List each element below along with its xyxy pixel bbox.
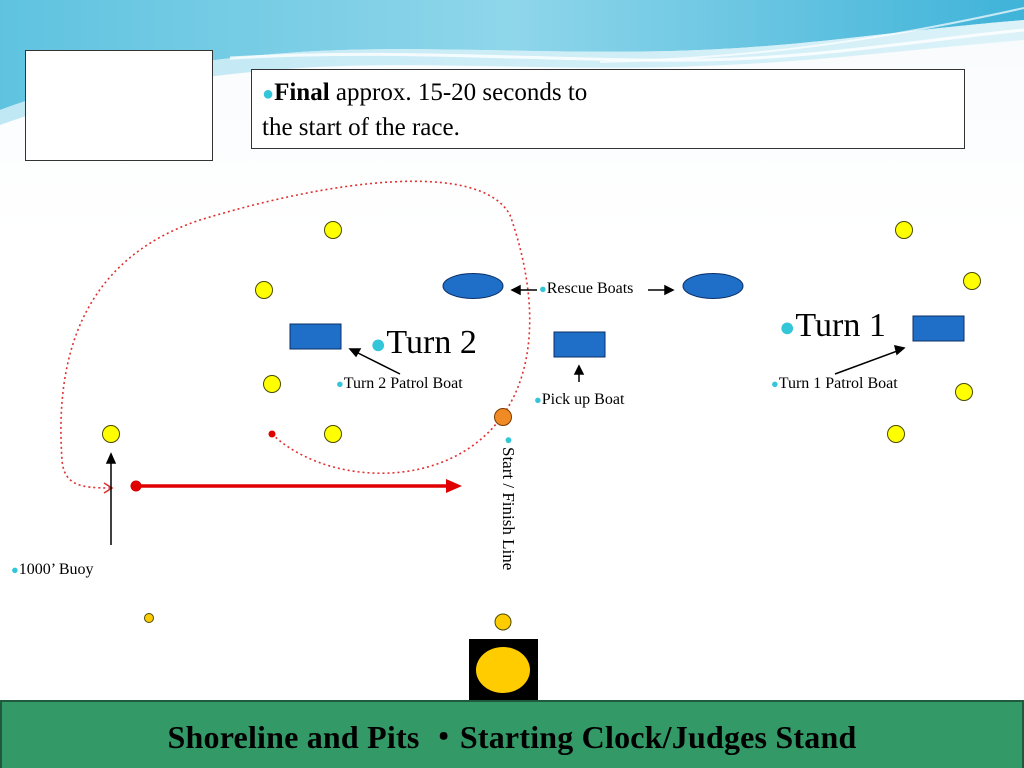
dotted-path-arrowhead	[103, 482, 114, 494]
turn1-patrol-boat	[912, 315, 965, 342]
bullet-icon: ●	[779, 312, 796, 342]
rescue-boats-text: Rescue Boats	[546, 280, 634, 297]
turn1-label: ●Turn 1	[779, 307, 886, 345]
note-line1-rest: approx. 15-20 seconds to	[329, 79, 588, 106]
course-oval	[248, 222, 990, 440]
start-finish-text: Start / Finish Line	[499, 447, 518, 571]
buoy	[324, 221, 342, 239]
turn2-label-text: Turn 2	[386, 324, 477, 361]
buoy	[263, 375, 281, 393]
empty-placeholder-box	[25, 50, 213, 161]
dotted-path	[60, 180, 531, 489]
turn1-label-text: Turn 1	[795, 307, 886, 344]
turn2-patrol-boat	[289, 323, 342, 350]
buoy	[255, 281, 273, 299]
note-line-2: the start of the race.	[262, 114, 460, 141]
small-buoy	[144, 613, 154, 623]
buoy	[887, 425, 905, 443]
bullet-icon: ●	[262, 83, 275, 105]
pickup-boat-label: ●Pick up Boat	[534, 391, 624, 409]
turn2-patrol-label: ●Turn 2 Patrol Boat	[336, 375, 463, 393]
header-wave	[0, 0, 1024, 125]
buoy	[324, 425, 342, 443]
pickup-boat-text: Pick up Boat	[541, 391, 625, 408]
buoy	[955, 383, 973, 401]
rescue-boat-right	[682, 273, 744, 299]
judges-stand	[469, 639, 538, 702]
bullet-icon: ●	[539, 282, 547, 296]
note-bold: Final	[274, 79, 330, 106]
start-buoy	[494, 408, 512, 426]
race-start-arrow	[130, 479, 462, 493]
pickup-boat	[553, 331, 606, 358]
footer-text: Shoreline and Pits ・Starting Clock/Judge…	[167, 719, 857, 755]
rescue-boats-label: ●Rescue Boats	[539, 280, 633, 298]
bullet-icon: ●	[501, 432, 516, 447]
start-finish-label: ●Start / Finish Line	[498, 432, 518, 570]
bullet-icon: ●	[771, 377, 779, 391]
buoy	[895, 221, 913, 239]
buoy	[494, 613, 512, 631]
note-box: ●Final approx. 15-20 seconds to the star…	[251, 69, 965, 149]
note-line-1: ●Final approx. 15-20 seconds to	[262, 76, 964, 111]
bullet-icon: ●	[11, 563, 19, 577]
buoys	[102, 221, 981, 631]
bullet-icon: ●	[336, 377, 344, 391]
rescue-boat-left	[442, 273, 504, 299]
turn1-patrol-label: ●Turn 1 Patrol Boat	[771, 375, 898, 393]
turn1-patrol-text: Turn 1 Patrol Boat	[778, 375, 898, 392]
buoy	[102, 425, 120, 443]
bullet-icon: ●	[370, 329, 387, 359]
bullet-icon: ●	[534, 393, 542, 407]
buoy	[963, 272, 981, 290]
turn2-patrol-text: Turn 2 Patrol Boat	[343, 375, 463, 392]
shoreline-footer: Shoreline and Pits ・Starting Clock/Judge…	[0, 700, 1024, 768]
buoy-1000-label: ●1000’ Buoy	[11, 561, 94, 579]
pointer-arrows	[105, 284, 906, 545]
buoy-1000-text: 1000’ Buoy	[18, 561, 94, 578]
turn2-label: ●Turn 2	[370, 324, 477, 362]
red-marker	[268, 430, 276, 438]
